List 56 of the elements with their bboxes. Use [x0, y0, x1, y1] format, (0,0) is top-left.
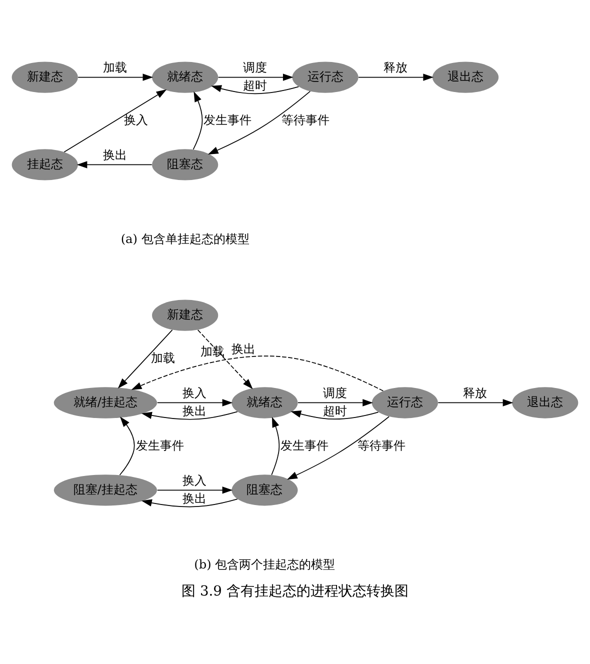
node-ellipse: 退出态: [432, 62, 499, 93]
edge-label: 换入: [182, 473, 206, 488]
edge-label: 释放: [463, 386, 488, 400]
arrow: [64, 89, 167, 152]
arrow: [358, 74, 434, 81]
edge-label: 调度: [322, 386, 347, 400]
edge-label: 加载: [200, 344, 224, 359]
arrow: [208, 90, 311, 154]
node-ellipse: 退出态: [512, 387, 578, 418]
edge-label: 释放: [383, 60, 408, 74]
edge-label: 超时: [322, 404, 347, 418]
caption: 图 3.9 含有挂起态的进程状态转换图: [182, 584, 408, 600]
edge-label: 发生事件: [203, 113, 252, 128]
edge-label: 加载: [151, 351, 176, 366]
node-ellipse: 就绪态: [152, 62, 218, 93]
edge-label: 发生事件: [136, 438, 184, 453]
edge-label: 换入: [182, 386, 206, 400]
arrow: [290, 410, 379, 420]
arrow: [298, 399, 373, 406]
node-ellipse: 就绪态: [232, 387, 298, 418]
node-ellipse: 挂起态: [12, 149, 78, 180]
arrow: [119, 416, 135, 476]
label: (b) 包含两个挂起态的模型: [194, 558, 336, 572]
edge-label: 换出: [102, 148, 127, 162]
edge-label: 超时: [243, 78, 268, 93]
edge-label: 调度: [243, 60, 268, 74]
arrow: [192, 91, 203, 150]
arrow: [438, 399, 514, 406]
edge-label: 换出: [182, 404, 206, 418]
edge-label: 换出: [232, 342, 256, 356]
arrow: [218, 74, 294, 81]
arrow: [141, 498, 238, 508]
arrow: [118, 330, 173, 389]
node-ellipse: 新建态: [12, 62, 78, 93]
node-ellipse: 阻塞态: [152, 149, 218, 180]
edge-label: 等待事件: [358, 438, 406, 453]
arrow: [78, 74, 154, 81]
edge-label: 等待事件: [281, 113, 330, 128]
arrow: [76, 161, 152, 168]
edge-label: 换出: [182, 491, 206, 506]
node-ellipse: 阻塞态: [232, 474, 298, 506]
node-ellipse: 新建态: [152, 300, 218, 331]
arrow: [156, 399, 233, 406]
arrow: [156, 486, 233, 494]
arrow: [141, 411, 238, 420]
edge-label: 发生事件: [280, 438, 329, 453]
arrow: [211, 85, 300, 94]
label: (a) 包含单挂起态的模型: [120, 232, 250, 246]
arrow: [197, 330, 253, 390]
edge-label: 加载: [102, 60, 127, 74]
arrow: [131, 356, 384, 392]
edge-label: 换入: [124, 113, 148, 128]
node-ellipse: 运行态: [292, 62, 358, 93]
arrow: [286, 416, 390, 480]
arrow: [271, 416, 280, 476]
node-ellipse: 运行态: [372, 387, 438, 418]
